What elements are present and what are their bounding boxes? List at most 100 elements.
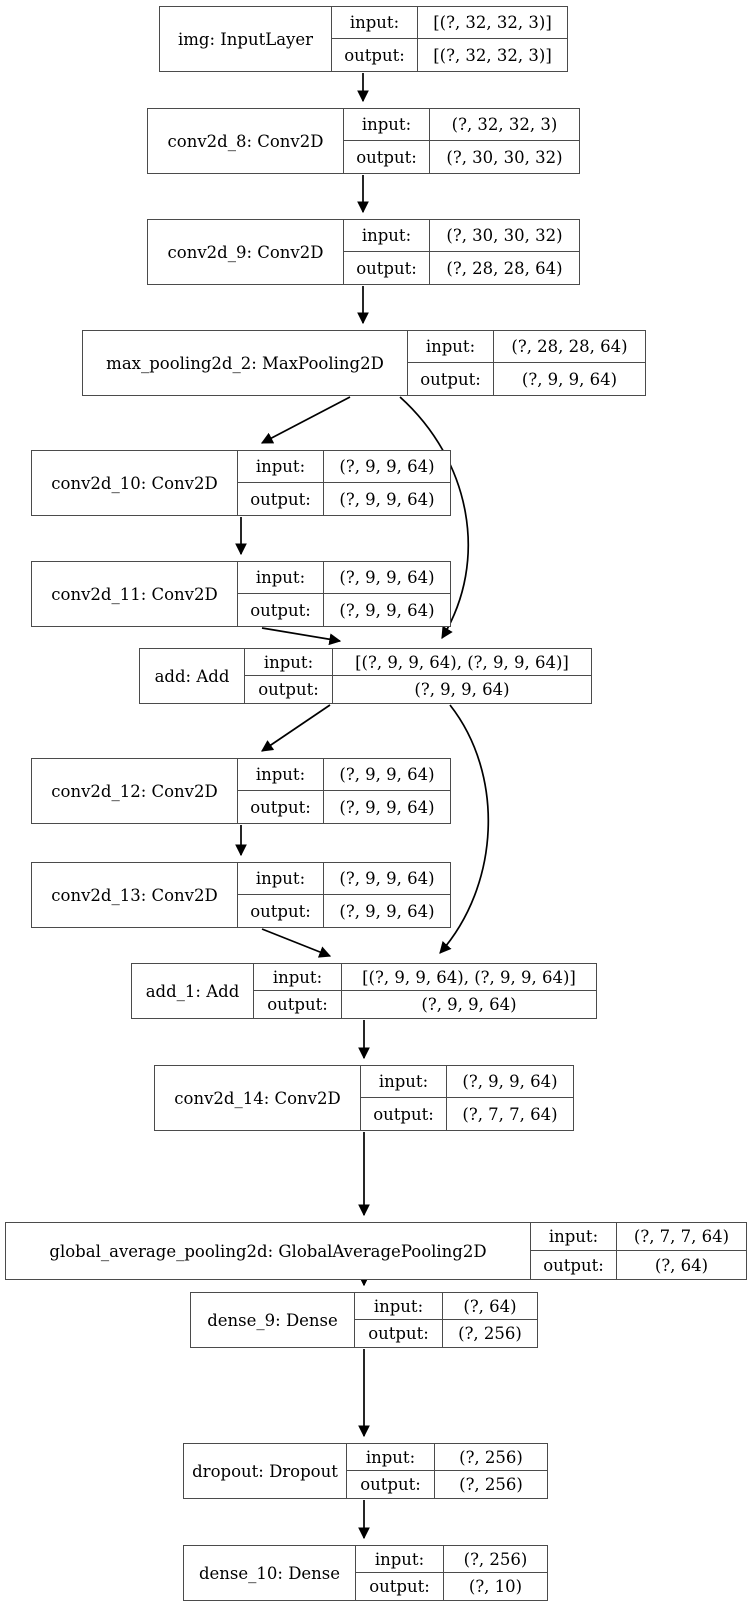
node-max_pooling2d_2-output-label: output:: [408, 363, 494, 395]
node-global_average_pooling2d-output-label: output:: [531, 1251, 617, 1279]
node-conv2d_11-output-shape: (?, 9, 9, 64): [339, 600, 435, 620]
node-conv2d_11[interactable]: conv2d_11: Conv2D input: (?, 9, 9, 64) o…: [31, 561, 451, 627]
node-conv2d_9-output-label: output:: [344, 252, 430, 284]
edge-conv2d_11-to-add: [261, 627, 342, 646]
node-max_pooling2d_2-io: input: (?, 28, 28, 64) output: (?, 9, 9,…: [408, 331, 645, 395]
node-conv2d_14-io: input: (?, 9, 9, 64) output: (?, 7, 7, 6…: [361, 1066, 573, 1130]
node-add_1-io: input: [(?, 9, 9, 64), (?, 9, 9, 64)] ou…: [254, 964, 596, 1018]
node-add_1-output-shape: (?, 9, 9, 64): [421, 995, 517, 1014]
node-conv2d_8-label: conv2d_8: Conv2D: [148, 109, 344, 173]
node-conv2d_8-io: input: (?, 32, 32, 3) output: (?, 30, 30…: [344, 109, 579, 173]
node-conv2d_11-input-shape: (?, 9, 9, 64): [339, 568, 435, 587]
node-conv2d_8-input-shape: (?, 32, 32, 3): [451, 115, 558, 134]
node-max_pooling2d_2[interactable]: max_pooling2d_2: MaxPooling2D input: (?,…: [82, 330, 646, 396]
node-add_1-label: add_1: Add: [132, 964, 254, 1018]
node-conv2d_14-output-label: output:: [361, 1098, 447, 1130]
node-dense_9[interactable]: dense_9: Dense input: (?, 64) output: (?…: [190, 1292, 538, 1348]
node-img[interactable]: img: InputLayer input: [(?, 32, 32, 3)] …: [159, 6, 568, 72]
node-global_average_pooling2d-input-shape: (?, 7, 7, 64): [633, 1227, 730, 1246]
node-conv2d_13-output-shape: (?, 9, 9, 64): [339, 901, 435, 921]
node-conv2d_13[interactable]: conv2d_13: Conv2D input: (?, 9, 9, 64) o…: [31, 862, 451, 928]
node-dense_10[interactable]: dense_10: Dense input: (?, 256) output: …: [183, 1545, 548, 1601]
node-conv2d_9-input-shape: (?, 30, 30, 32): [446, 226, 563, 245]
node-global_average_pooling2d[interactable]: global_average_pooling2d: GlobalAverageP…: [5, 1222, 747, 1280]
node-img-label: img: InputLayer: [160, 7, 332, 71]
node-add_1-output-label: output:: [254, 991, 342, 1018]
node-dense_9-output-label: output:: [355, 1320, 443, 1347]
node-img-input-label: input:: [332, 7, 418, 38]
node-conv2d_8-output-shape: (?, 30, 30, 32): [446, 147, 563, 167]
node-dense_10-input-shape: (?, 256): [463, 1549, 528, 1569]
node-dense_10-label: dense_10: Dense: [184, 1546, 356, 1600]
node-dense_9-input-label: input:: [355, 1293, 443, 1319]
node-dropout-output-shape: (?, 256): [459, 1475, 523, 1494]
node-conv2d_12-input-shape: (?, 9, 9, 64): [339, 765, 435, 784]
node-add-input-shape: [(?, 9, 9, 64), (?, 9, 9, 64)]: [355, 652, 569, 672]
node-add_1-input-label: input:: [254, 964, 342, 990]
node-dense_10-output-shape: (?, 10): [468, 1577, 523, 1596]
node-add-output-label: output:: [245, 676, 333, 703]
node-max_pooling2d_2-output-shape: (?, 9, 9, 64): [521, 369, 618, 389]
node-conv2d_10-input-shape: (?, 9, 9, 64): [339, 457, 435, 476]
node-conv2d_10-input-label: input:: [238, 451, 324, 482]
node-conv2d_14-input-label: input:: [361, 1066, 447, 1097]
node-max_pooling2d_2-label: max_pooling2d_2: MaxPooling2D: [83, 331, 408, 395]
node-add_1[interactable]: add_1: Add input: [(?, 9, 9, 64), (?, 9,…: [131, 963, 597, 1019]
node-conv2d_12[interactable]: conv2d_12: Conv2D input: (?, 9, 9, 64) o…: [31, 758, 451, 824]
node-dense_9-input-shape: (?, 64): [463, 1296, 517, 1316]
node-max_pooling2d_2-input-shape: (?, 28, 28, 64): [511, 337, 628, 356]
node-conv2d_9-label: conv2d_9: Conv2D: [148, 220, 344, 284]
node-conv2d_8-output-label: output:: [344, 141, 430, 173]
node-img-output-label: output:: [332, 39, 418, 71]
node-conv2d_13-label: conv2d_13: Conv2D: [32, 863, 238, 927]
node-add-label: add: Add: [140, 649, 245, 703]
node-add-io: input: [(?, 9, 9, 64), (?, 9, 9, 64)] ou…: [245, 649, 591, 703]
node-img-io: input: [(?, 32, 32, 3)] output: [(?, 32,…: [332, 7, 567, 71]
node-conv2d_11-output-label: output:: [238, 594, 324, 626]
node-conv2d_12-io: input: (?, 9, 9, 64) output: (?, 9, 9, 6…: [238, 759, 450, 823]
node-conv2d_10-output-label: output:: [238, 483, 324, 515]
node-add[interactable]: add: Add input: [(?, 9, 9, 64), (?, 9, 9…: [139, 648, 592, 704]
node-dropout-input-label: input:: [347, 1444, 435, 1470]
node-img-input-shape: [(?, 32, 32, 3)]: [433, 13, 552, 32]
node-global_average_pooling2d-input-label: input:: [531, 1223, 617, 1250]
node-conv2d_12-input-label: input:: [238, 759, 324, 790]
node-conv2d_9-output-shape: (?, 28, 28, 64): [446, 258, 563, 278]
node-conv2d_14-label: conv2d_14: Conv2D: [155, 1066, 361, 1130]
node-dropout[interactable]: dropout: Dropout input: (?, 256) output:…: [183, 1443, 548, 1499]
node-conv2d_8-input-label: input:: [344, 109, 430, 140]
node-dropout-output-label: output:: [347, 1471, 435, 1498]
node-conv2d_9-input-label: input:: [344, 220, 430, 251]
node-conv2d_14-output-shape: (?, 7, 7, 64): [462, 1104, 558, 1124]
node-max_pooling2d_2-input-label: input:: [408, 331, 494, 362]
node-conv2d_10-io: input: (?, 9, 9, 64) output: (?, 9, 9, 6…: [238, 451, 450, 515]
node-add-output-shape: (?, 9, 9, 64): [414, 680, 510, 699]
node-global_average_pooling2d-output-shape: (?, 64): [654, 1255, 709, 1275]
edge-add-to-conv2d_12: [261, 704, 331, 752]
node-conv2d_12-label: conv2d_12: Conv2D: [32, 759, 238, 823]
node-img-output-shape: [(?, 32, 32, 3)]: [433, 45, 552, 65]
node-conv2d_14-input-shape: (?, 9, 9, 64): [462, 1072, 558, 1091]
node-dropout-input-shape: (?, 256): [459, 1447, 523, 1467]
node-dense_9-io: input: (?, 64) output: (?, 256): [355, 1293, 537, 1347]
node-dense_10-output-label: output:: [356, 1573, 444, 1600]
node-conv2d_8[interactable]: conv2d_8: Conv2D input: (?, 32, 32, 3) o…: [147, 108, 580, 174]
edge-conv2d_13-to-add_1: [261, 928, 332, 958]
node-dropout-label: dropout: Dropout: [184, 1444, 347, 1498]
node-dense_9-output-shape: (?, 256): [458, 1324, 522, 1343]
node-conv2d_10-output-shape: (?, 9, 9, 64): [339, 489, 435, 509]
edge-max_pooling2d_2-to-conv2d_10: [260, 396, 351, 444]
node-conv2d_9[interactable]: conv2d_9: Conv2D input: (?, 30, 30, 32) …: [147, 219, 580, 285]
node-conv2d_13-input-label: input:: [238, 863, 324, 894]
node-conv2d_10[interactable]: conv2d_10: Conv2D input: (?, 9, 9, 64) o…: [31, 450, 451, 516]
node-add-input-label: input:: [245, 649, 333, 675]
node-conv2d_14[interactable]: conv2d_14: Conv2D input: (?, 9, 9, 64) o…: [154, 1065, 574, 1131]
node-dense_9-label: dense_9: Dense: [191, 1293, 355, 1347]
node-dense_10-input-label: input:: [356, 1546, 444, 1572]
node-dense_10-io: input: (?, 256) output: (?, 10): [356, 1546, 547, 1600]
node-conv2d_13-output-label: output:: [238, 895, 324, 927]
node-conv2d_13-io: input: (?, 9, 9, 64) output: (?, 9, 9, 6…: [238, 863, 450, 927]
node-conv2d_11-label: conv2d_11: Conv2D: [32, 562, 238, 626]
node-conv2d_13-input-shape: (?, 9, 9, 64): [339, 869, 435, 888]
